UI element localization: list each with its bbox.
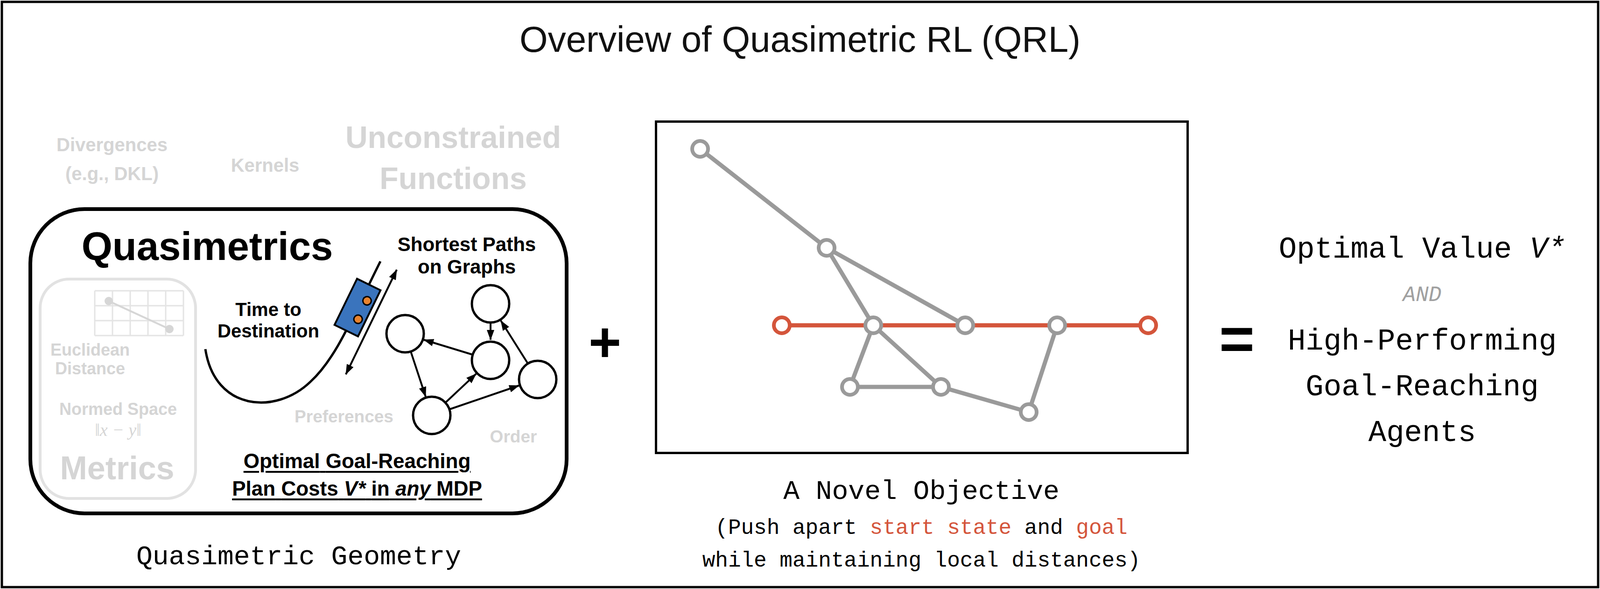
graph-vertex: [386, 315, 424, 353]
concept-label: Time to Destination: [212, 298, 325, 342]
faded-concept: Order: [476, 427, 551, 448]
graph-vertex: [413, 396, 451, 435]
graph-vertex: [933, 378, 949, 395]
faded-concept: Normed Space: [43, 400, 193, 419]
distance-line: [108, 301, 170, 330]
euclidean-grid: [94, 290, 184, 336]
panel-statement: Optimal Goal-Reaching Plan Costs V* in a…: [226, 447, 488, 503]
graph-vertex: [1020, 404, 1037, 421]
graph-vertex: [471, 341, 510, 379]
path-edge: [873, 325, 941, 387]
path-edge: [1028, 325, 1058, 413]
objective-figure: A Novel Objective(Push apart start state…: [654, 120, 1189, 455]
faded-concept: Unconstrained Functions: [331, 117, 575, 200]
graph-vertex: [842, 378, 858, 395]
graph-arrow: [423, 339, 473, 355]
plus-sign: +: [572, 311, 638, 373]
formula: ‖x − y‖: [66, 420, 170, 441]
path-edge: [849, 325, 874, 387]
grid-line: [94, 305, 184, 307]
faded-heading: Metrics: [42, 449, 192, 488]
result-text: High-Performing Goal-Reaching Agents: [1268, 318, 1577, 457]
grid-line: [147, 290, 149, 336]
title: Overview of Quasimetric RL (QRL): [333, 17, 1267, 62]
graph-vertex: [957, 317, 974, 334]
grid-line: [94, 320, 184, 322]
point-dot: [104, 296, 113, 306]
graph-vertex: [471, 285, 510, 323]
conjunction: AND: [1352, 282, 1493, 309]
start-goal-vertex: [1140, 317, 1157, 334]
objective-graph: [700, 148, 1058, 413]
result-text: Optimal Value V*: [1268, 231, 1577, 268]
car-body: [334, 278, 381, 337]
graph-vertex: [692, 140, 709, 157]
figure-subcaption: (Push apart start state and goal while m…: [697, 512, 1146, 578]
graph-arrow: [449, 385, 520, 410]
start-goal-vertex: [773, 317, 790, 334]
graph-vertex: [1049, 317, 1066, 334]
grid-line: [182, 290, 185, 336]
objective-vertices: [692, 140, 1066, 421]
grid-line: [94, 290, 184, 292]
faded-concept: Kernels: [213, 154, 317, 177]
figure-caption: A Novel Objective: [711, 475, 1132, 509]
graph-vertex: [865, 317, 882, 334]
faded-concept: Divergences (e.g., DKL): [46, 130, 178, 189]
graph-arrow: [445, 373, 477, 403]
road-curve: [205, 261, 381, 403]
path-edge: [826, 247, 874, 326]
car-wheel: [352, 313, 364, 325]
grid-line: [94, 290, 96, 336]
graph-vertex: [818, 239, 835, 256]
metrics-panel: Euclidean DistanceNormed Space‖x − y‖ Met…: [38, 277, 197, 500]
graph-vertex: [519, 360, 557, 399]
path-edge: [700, 148, 827, 248]
grid-line: [112, 290, 114, 336]
graph-arrow: [410, 351, 426, 397]
graph-arrow: [489, 322, 492, 340]
section-caption: Quasimetric Geometry: [88, 540, 509, 574]
grid-line: [129, 290, 132, 336]
faded-concept: Euclidean Distance: [38, 340, 142, 378]
grid-line: [94, 335, 184, 337]
path-edge: [940, 386, 1029, 413]
path-edge: [826, 247, 966, 326]
car-wheel: [361, 294, 373, 307]
quasimetrics-panel: Quasimetrics Shortest Paths on GraphsTime…: [28, 207, 569, 516]
car: [334, 278, 381, 337]
equals-sign: =: [1199, 305, 1275, 372]
faded-concept: Preferences: [273, 407, 415, 428]
path-edge: [849, 385, 941, 390]
graph-vertices: [386, 285, 557, 435]
panel-heading: Quasimetrics: [57, 226, 357, 267]
concept-label: Shortest Paths on Graphs: [392, 233, 542, 279]
point-dot: [165, 324, 174, 334]
